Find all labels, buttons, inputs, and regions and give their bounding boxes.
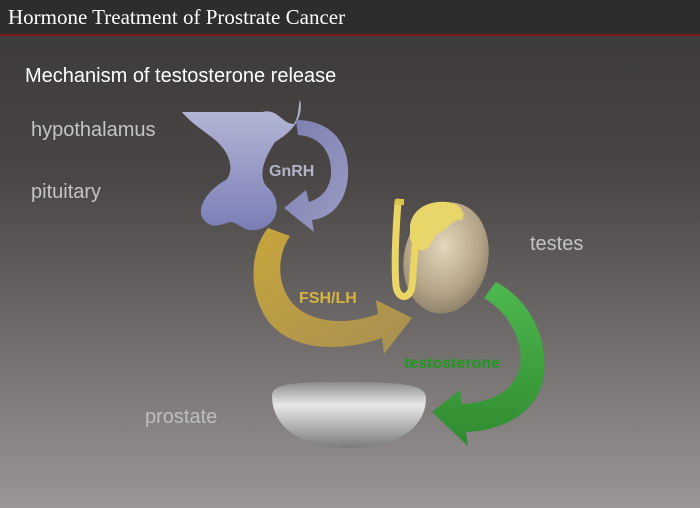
testosterone-arrow xyxy=(432,282,545,446)
slide-title: Hormone Treatment of Prostrate Cancer xyxy=(8,5,346,29)
fsh-lh-arrow xyxy=(253,228,412,354)
pituitary-label: pituitary xyxy=(31,181,102,203)
prostate-shape xyxy=(272,382,426,448)
testosterone-label: testosterone xyxy=(404,355,501,372)
gnrh-arrow xyxy=(284,120,349,232)
hypothalamus-label: hypothalamus xyxy=(31,119,156,141)
hypothalamus-pituitary-shape xyxy=(182,100,301,231)
vas-deferens xyxy=(391,198,422,300)
prostate-label: prostate xyxy=(145,406,218,428)
gnrh-label: GnRH xyxy=(269,163,315,180)
vas-deferens-tip xyxy=(395,199,404,205)
slide-subtitle: Mechanism of testosterone release xyxy=(25,65,337,87)
title-bar: Hormone Treatment of Prostrate Cancer xyxy=(0,0,700,36)
fsh-lh-label: FSH/LH xyxy=(299,290,357,307)
epididymis xyxy=(410,201,464,251)
testes-label: testes xyxy=(530,233,584,255)
